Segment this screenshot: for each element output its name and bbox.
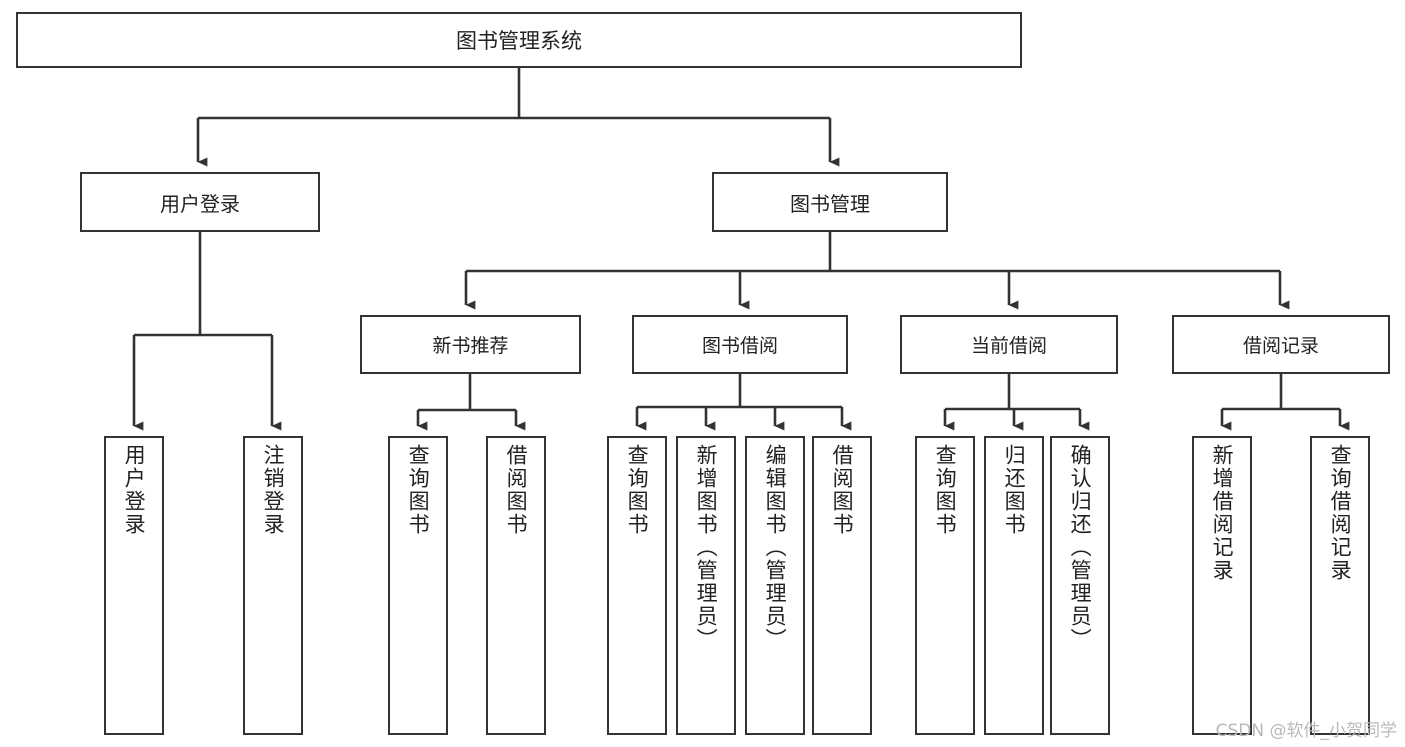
root-node[interactable]: 图书管理系统: [16, 12, 1022, 68]
node-label: 当前借阅: [970, 335, 1047, 357]
level1-node-0[interactable]: 用户登录: [80, 172, 320, 232]
level2-node-1[interactable]: 图书借阅: [632, 315, 848, 374]
node-label: 图书管理: [790, 191, 870, 216]
level2-node-3[interactable]: 借阅记录: [1172, 315, 1390, 374]
leaf-node-2[interactable]: 查询图书: [388, 436, 448, 735]
node-label: 借阅图书: [830, 444, 855, 536]
node-label: 图书借阅: [701, 335, 778, 357]
leaf-node-9[interactable]: 归还图书: [984, 436, 1044, 735]
leaf-node-11[interactable]: 新增借阅记录: [1192, 436, 1252, 735]
node-label: 用户登录: [160, 191, 240, 216]
node-label: 查询图书: [625, 444, 650, 536]
node-label: 查询图书: [406, 444, 431, 536]
node-label: 查询图书: [933, 444, 958, 536]
node-label: 图书管理系统: [456, 29, 582, 53]
leaf-node-7[interactable]: 借阅图书: [812, 436, 872, 735]
csdn-watermark: CSDN @软件_小贺同学: [1215, 721, 1397, 741]
node-label: 用户登录: [122, 444, 147, 536]
node-label: 注销登录: [261, 444, 286, 536]
leaf-node-5[interactable]: 新增图书（管理员）: [676, 436, 736, 735]
leaf-node-0[interactable]: 用户登录: [104, 436, 164, 735]
leaf-node-10[interactable]: 确认归还（管理员）: [1050, 436, 1110, 735]
node-label: 归还图书: [1002, 444, 1027, 536]
node-label: 编辑图书（管理员）: [763, 444, 788, 651]
leaf-node-8[interactable]: 查询图书: [915, 436, 975, 735]
level2-node-0[interactable]: 新书推荐: [360, 315, 581, 374]
leaf-node-4[interactable]: 查询图书: [607, 436, 667, 735]
node-label: 确认归还（管理员）: [1068, 444, 1093, 651]
leaf-node-1[interactable]: 注销登录: [243, 436, 303, 735]
node-label: 借阅记录: [1242, 335, 1319, 357]
leaf-node-6[interactable]: 编辑图书（管理员）: [745, 436, 805, 735]
leaf-node-12[interactable]: 查询借阅记录: [1310, 436, 1370, 735]
level1-node-1[interactable]: 图书管理: [712, 172, 948, 232]
node-label: 新增借阅记录: [1210, 444, 1235, 582]
node-label: 新增图书（管理员）: [694, 444, 719, 651]
node-label: 新书推荐: [432, 335, 509, 357]
node-label: 查询借阅记录: [1328, 444, 1353, 582]
node-label: 借阅图书: [504, 444, 529, 536]
leaf-node-3[interactable]: 借阅图书: [486, 436, 546, 735]
level2-node-2[interactable]: 当前借阅: [900, 315, 1118, 374]
